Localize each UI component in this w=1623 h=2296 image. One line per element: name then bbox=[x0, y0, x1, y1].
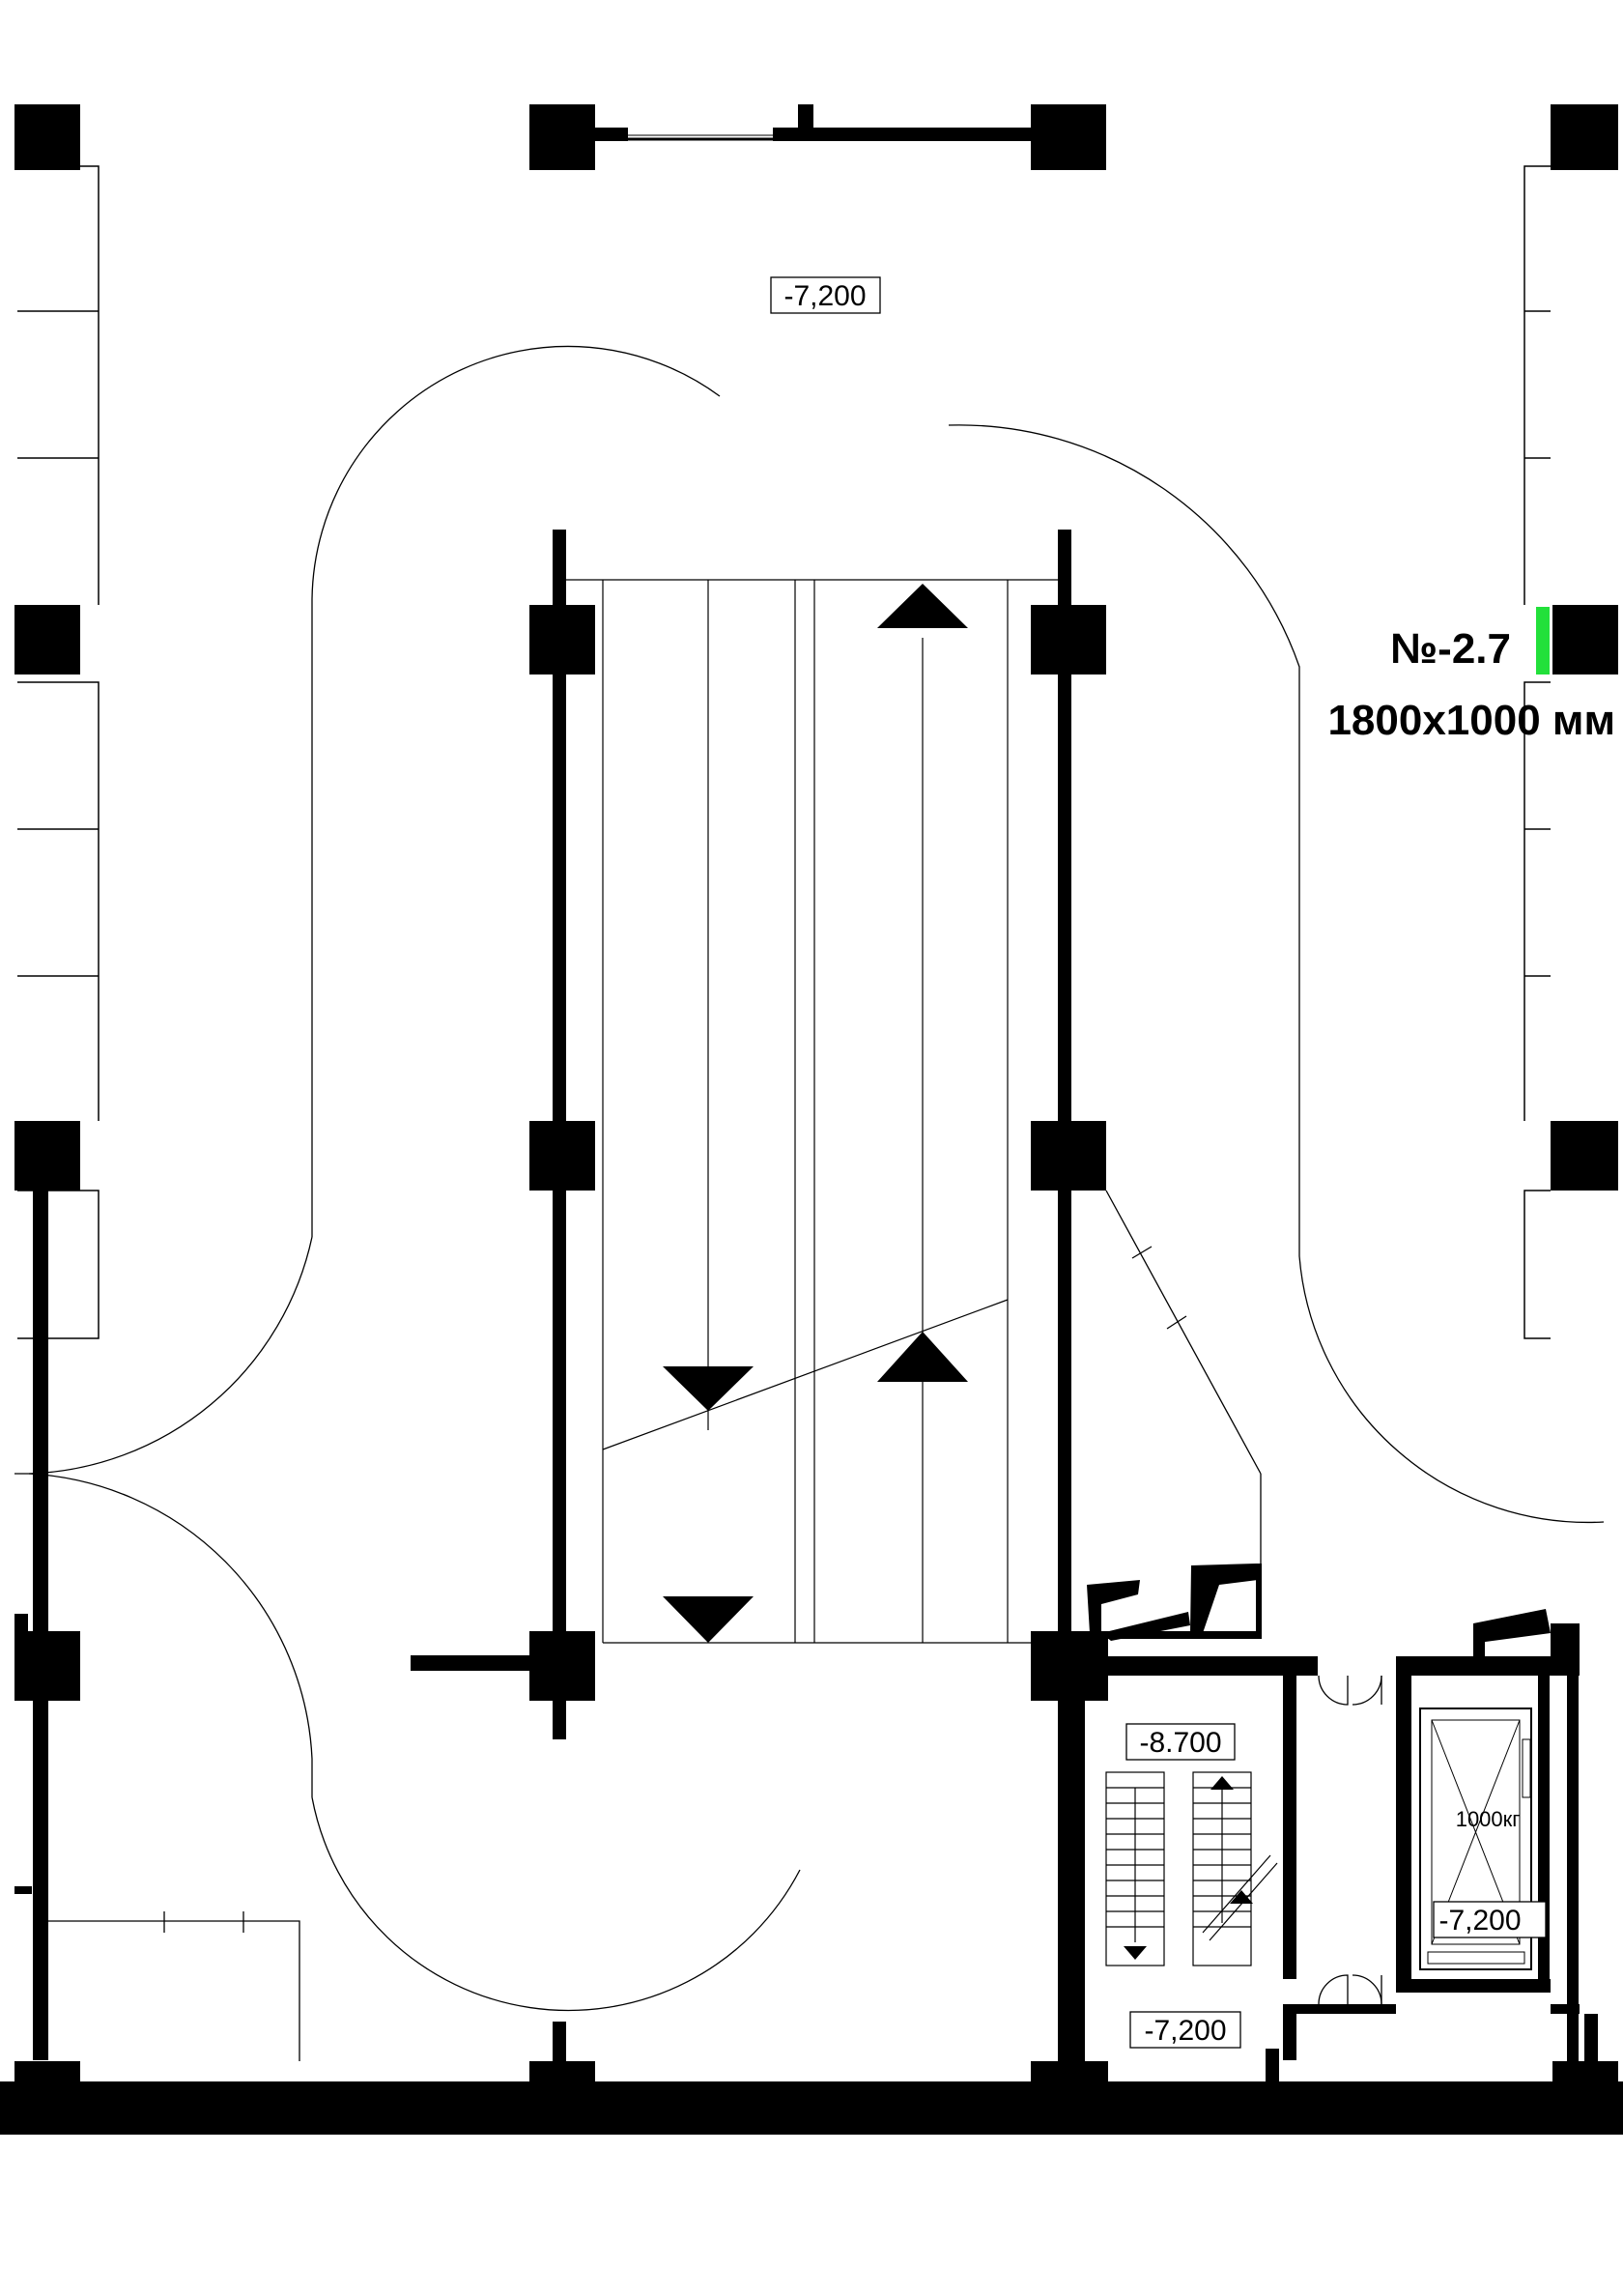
stair-arrow-up-icon bbox=[1210, 1776, 1234, 1790]
column bbox=[1552, 605, 1618, 674]
columns bbox=[14, 104, 1618, 2134]
doors bbox=[1318, 1675, 1382, 2005]
level-text: -7,200 bbox=[1144, 2015, 1226, 2047]
level-label-top: -7,200 bbox=[770, 276, 881, 314]
arrow-up-icon bbox=[877, 1332, 968, 1382]
level-label-lift-hall: -7,200 bbox=[1433, 1901, 1547, 1938]
unit-highlight-marker bbox=[1536, 607, 1550, 674]
shaft-top-left bbox=[1087, 1564, 1262, 1641]
level-label-stair-upper: -8.700 bbox=[1125, 1723, 1236, 1761]
ramp-walls bbox=[411, 530, 1071, 2134]
parking-bays-right bbox=[1523, 165, 1551, 1339]
level-text: -7,200 bbox=[1438, 1905, 1521, 1937]
parking-bays-left bbox=[17, 165, 100, 1339]
elevator-block bbox=[1295, 1609, 1580, 2101]
column bbox=[1551, 1121, 1618, 1191]
stair-arrow-up-icon bbox=[1230, 1890, 1253, 1904]
unit-number: №-2.7 bbox=[1390, 625, 1511, 673]
level-text: -8.700 bbox=[1139, 1727, 1221, 1759]
stair-block bbox=[1071, 1656, 1318, 2062]
column bbox=[1551, 104, 1618, 170]
column bbox=[14, 104, 80, 170]
elevator-cabin bbox=[1419, 1708, 1532, 1970]
ramp bbox=[566, 579, 1058, 1644]
level-text: -7,200 bbox=[783, 280, 866, 312]
driving-path bbox=[14, 345, 1605, 2012]
column bbox=[529, 104, 595, 170]
bottom-walls bbox=[0, 2014, 1623, 2135]
ramp-arrows bbox=[663, 584, 968, 1643]
elevator-capacity: 1000кг bbox=[1456, 1807, 1521, 1831]
unit-size: 1800x1000 мм bbox=[1327, 697, 1615, 744]
arrow-down-icon bbox=[663, 1366, 754, 1411]
stair-arrow-down-icon bbox=[1124, 1946, 1147, 1960]
top-wall bbox=[595, 104, 1031, 141]
level-label-stair-lower: -7,200 bbox=[1129, 2011, 1241, 2049]
arrow-up-icon bbox=[877, 584, 968, 628]
left-lower-walls bbox=[14, 1191, 300, 2061]
arrow-down-icon bbox=[663, 1596, 754, 1643]
column bbox=[14, 1121, 80, 1191]
column bbox=[14, 605, 80, 674]
column bbox=[1031, 104, 1106, 170]
